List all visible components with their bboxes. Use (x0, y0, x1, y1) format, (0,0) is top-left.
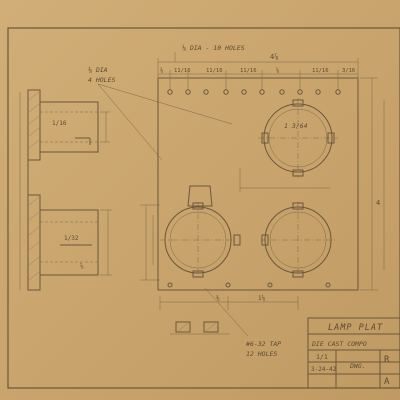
dim-top-chain-5: 11/16 (312, 68, 329, 74)
dim-top-chain-2: 11/16 (206, 68, 223, 74)
sheet-border (7, 27, 400, 389)
dim-top-chain-4: ⅝ (276, 67, 279, 74)
detail-section (170, 321, 230, 335)
dim-left-mid: ⅝ (80, 263, 84, 270)
title-block (307, 317, 400, 389)
note-tap-count: 12 HOLES (246, 350, 277, 358)
title-block-rev: R (384, 355, 390, 365)
dim-right-side: 4 (376, 199, 380, 207)
dim-top-chain-0: ⅜ (160, 67, 163, 74)
dim-top-chain-6: 3/16 (342, 68, 355, 74)
title-block-date: 3-24-42 (311, 366, 337, 373)
side-view (19, 89, 112, 291)
title-block-number: A (384, 377, 390, 387)
note-tap-size: #6-32 TAP (245, 340, 281, 348)
dim-left-view-b: 1/32 (64, 235, 79, 242)
title-block-dwg-label: DWG. (349, 362, 366, 370)
dim-top-chain-1: 11/16 (174, 68, 191, 74)
note-left-holes-size: ⅛ DIA (88, 65, 108, 74)
dim-top-overall: 4⅞ (270, 53, 278, 61)
leader-left-holes (97, 83, 163, 161)
note-top-holes: ⅛ DIA - 10 HOLES (182, 43, 245, 52)
dim-lower-left: ⅜ (216, 295, 220, 302)
front-view (140, 58, 385, 310)
title-block-scale: 1/1 (316, 353, 328, 361)
dim-left-view: 1/16 (52, 120, 67, 127)
dim-top-chain-3: 11/16 (240, 68, 257, 74)
dim-lower-bottom: 1⅛ (258, 295, 266, 302)
title-block-material: DIE CAST COMPO (311, 340, 367, 348)
note-left-holes-count: 4 HOLES (88, 76, 115, 84)
title-block-title: LAMP PLAT (328, 323, 383, 333)
dim-upper-circle: 1 3/64 (284, 122, 308, 130)
leader-tap (204, 287, 249, 337)
